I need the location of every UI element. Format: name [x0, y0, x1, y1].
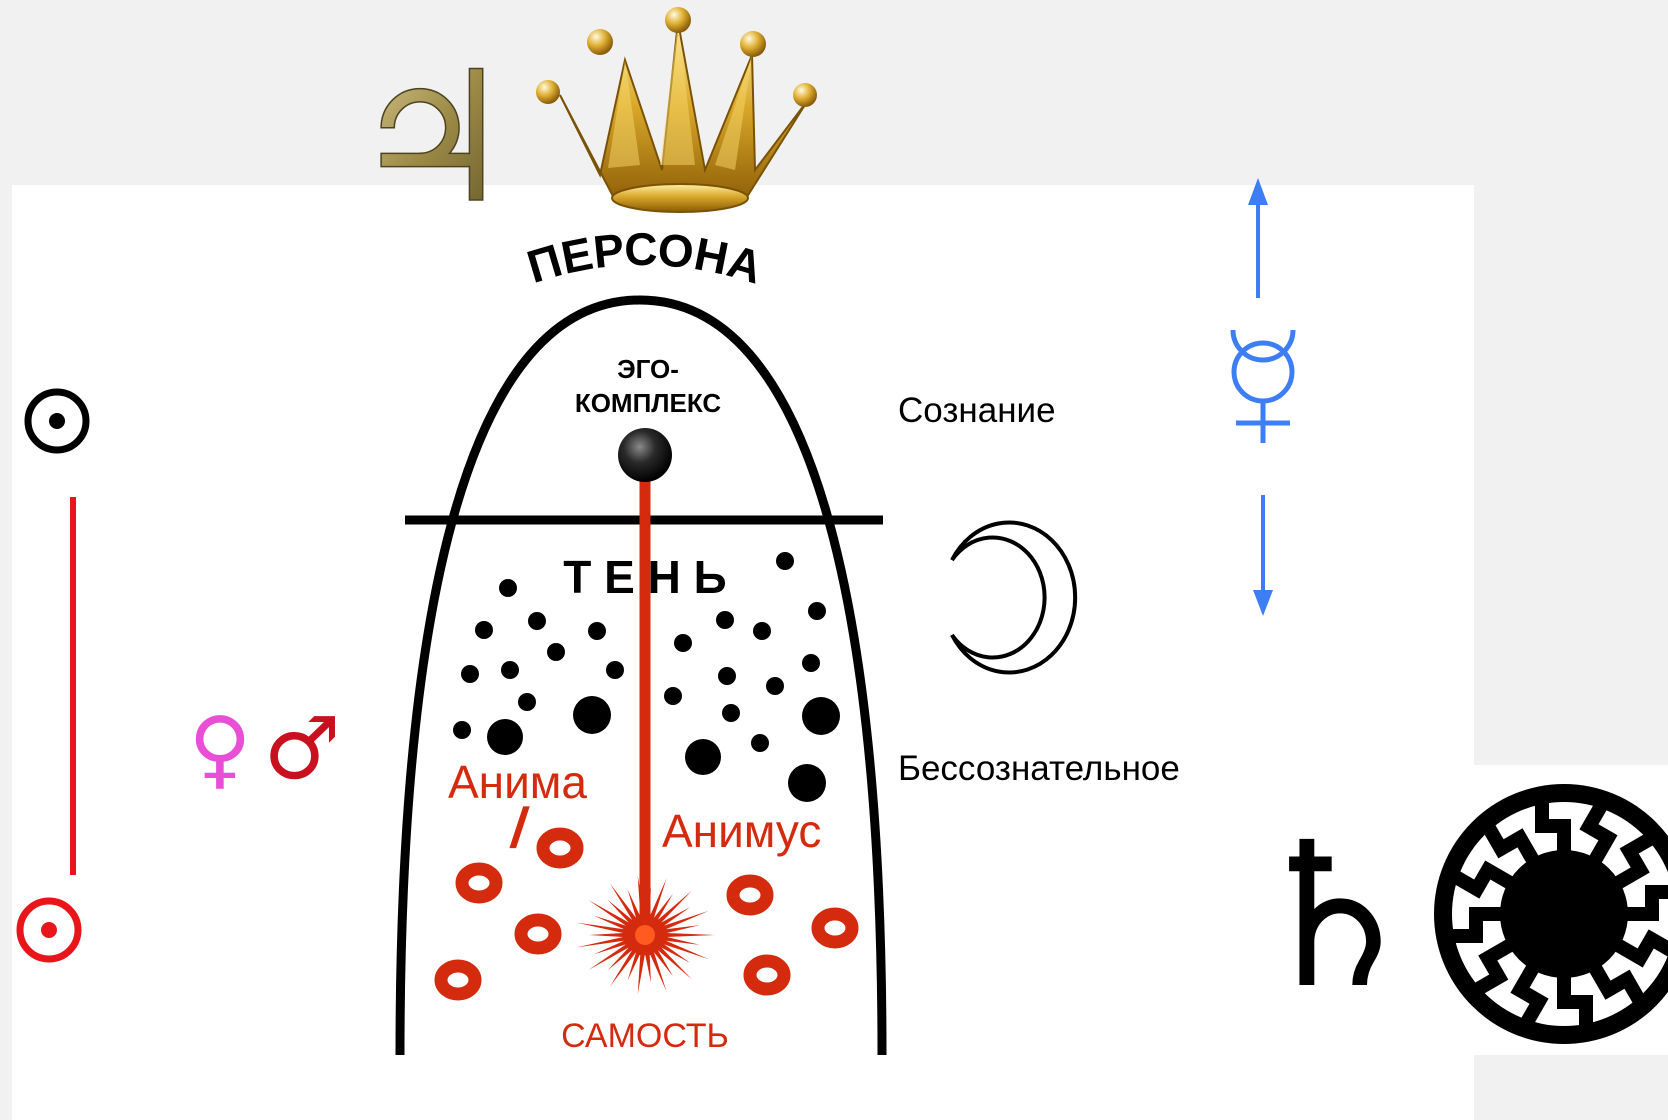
ego-sphere	[618, 428, 672, 482]
mars-icon: ♂	[263, 699, 340, 799]
shadow-label: Т Е Н Ь	[563, 551, 726, 603]
ego-label-line1: ЭГО-	[617, 354, 679, 384]
unconscious-label: Бессознательное	[898, 749, 1180, 788]
jupiter-icon: ♃	[351, 34, 512, 243]
animus-label: Анимус	[662, 805, 821, 857]
crown-icon	[536, 7, 817, 212]
saturn-icon: ♄	[1245, 800, 1424, 1033]
ego-label-line2: КОМПЛЕКС	[575, 388, 722, 418]
consciousness-label: Сознание	[898, 391, 1056, 430]
venus-icon: ♀	[189, 699, 252, 799]
self-label: САМОСТЬ	[561, 1017, 729, 1055]
self-core	[635, 925, 655, 945]
